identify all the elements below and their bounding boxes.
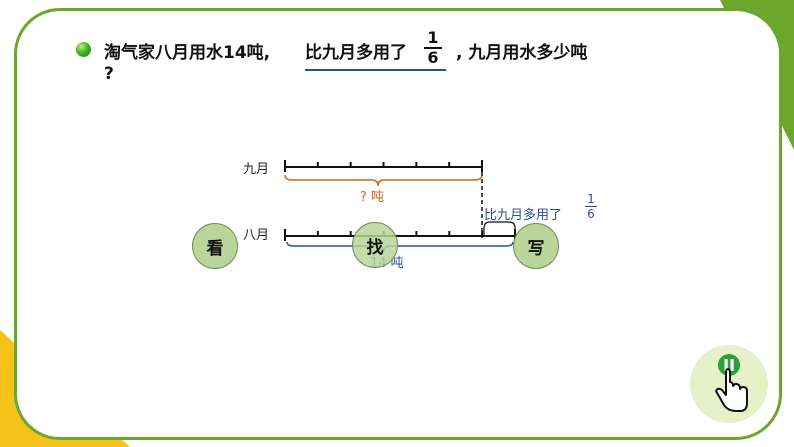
- write-button[interactable]: 写: [513, 223, 559, 269]
- pointer-hand-icon: [715, 354, 748, 412]
- question-text-middle: 比九月多用了: [305, 43, 407, 63]
- diff-fraction-denominator: 6: [587, 207, 595, 221]
- august-brace: [286, 241, 514, 253]
- question-fraction-bar: [424, 47, 442, 49]
- august-label: 八月: [243, 228, 270, 243]
- play-button[interactable]: [690, 345, 768, 423]
- diff-label: 比九月多用了: [484, 208, 563, 223]
- question-text-end: , 九月用水多少吨: [456, 43, 588, 63]
- question-fraction: 1 6: [424, 30, 442, 66]
- look-button[interactable]: 看: [192, 223, 238, 269]
- content-card: [14, 8, 782, 440]
- answer-underline: [305, 69, 446, 71]
- diff-brace: [483, 221, 516, 236]
- find-button[interactable]: 找: [352, 222, 398, 268]
- question-fraction-denominator: 6: [427, 48, 439, 67]
- unknown-tons-label: ? 吨: [360, 190, 385, 205]
- question-text-start: 淘气家八月用水14吨,: [104, 43, 271, 63]
- september-brace: [284, 174, 483, 187]
- september-label: 九月: [243, 162, 270, 177]
- bullet-icon: [76, 42, 91, 57]
- diff-fraction-bar: [585, 206, 597, 207]
- september-ticks: [316, 162, 451, 167]
- diff-fraction: 1 6: [585, 193, 597, 220]
- august-line: [284, 229, 516, 241]
- diff-fraction-numerator: 1: [587, 192, 595, 206]
- question-text-wrap: ?: [104, 64, 114, 84]
- question-fraction-numerator: 1: [427, 28, 439, 47]
